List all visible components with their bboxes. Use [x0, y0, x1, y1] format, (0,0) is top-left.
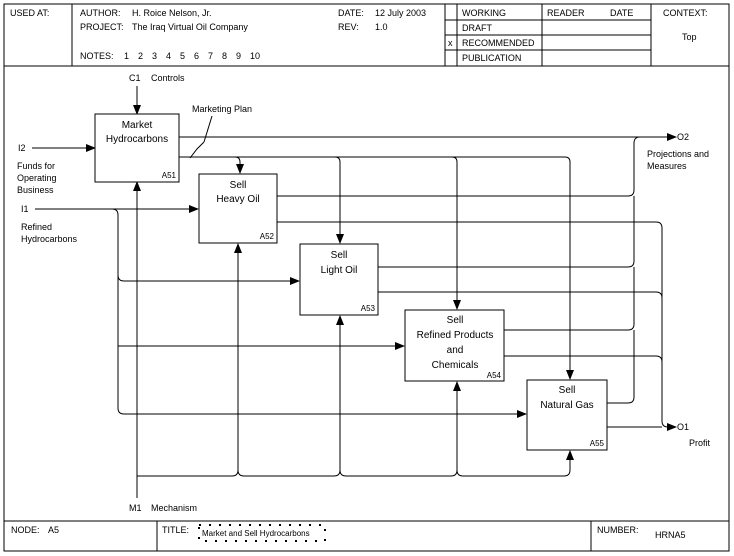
input-code-i2: I2	[18, 143, 26, 153]
note-number: 6	[194, 51, 199, 61]
marketing-plan-to-a54[interactable]	[451, 156, 461, 310]
author-label: AUTHOR:	[80, 8, 121, 18]
header: USED AT: AUTHOR: H. Roice Nelson, Jr. PR…	[10, 4, 708, 66]
input-label-i2-line: Business	[17, 185, 54, 195]
note-number: 1	[124, 51, 129, 61]
activity-box-a55[interactable]: Sell Natural Gas A55	[526, 379, 608, 451]
control-code: C1	[129, 73, 141, 83]
project-label: PROJECT:	[80, 22, 124, 32]
mechanism-label: Mechanism	[151, 503, 197, 513]
marketing-plan-leader	[203, 115, 213, 143]
box-label-line: Light Oil	[321, 265, 358, 276]
marketing-plan-to-a55[interactable]	[179, 156, 574, 380]
box-node-id: A55	[590, 439, 605, 448]
used-at-label: USED AT:	[10, 8, 49, 18]
notes-numbers: 1 2 3 4 5 6 7 8 9 10	[124, 51, 260, 61]
context-value: Top	[682, 32, 697, 42]
note-number: 5	[180, 51, 185, 61]
status-publication: PUBLICATION	[462, 53, 521, 63]
rev-value: 1.0	[375, 22, 388, 32]
output-code-o1: O1	[677, 422, 689, 432]
output-arrow-o1[interactable]	[277, 221, 677, 431]
number-label: NUMBER:	[597, 525, 639, 535]
node-label: NODE:	[11, 525, 40, 535]
output-a55-to-o2[interactable]	[607, 330, 635, 404]
arrows	[32, 86, 677, 498]
control-label: Controls	[151, 73, 185, 83]
activity-box-a53[interactable]: Sell Light Oil A53	[299, 243, 379, 316]
box-node-id: A51	[162, 171, 177, 180]
output-label-o2-line: Measures	[647, 161, 687, 171]
note-number: 9	[236, 51, 241, 61]
box-label-line: Sell	[447, 315, 464, 326]
activity-box-a54[interactable]: Sell Refined Products and Chemicals A54	[404, 309, 505, 382]
date-value: 12 July 2003	[375, 8, 426, 18]
output-a53-to-o2[interactable]	[378, 196, 635, 268]
frame	[3, 3, 730, 552]
node-value: A5	[48, 525, 59, 535]
marketing-plan-to-a53[interactable]	[334, 156, 344, 244]
note-number: 4	[166, 51, 171, 61]
output-a54-to-o2[interactable]	[504, 267, 635, 331]
mechanism-code: M1	[129, 503, 142, 513]
mechanism-arrow-to-a52[interactable]	[137, 243, 242, 477]
title-value[interactable]: Market and Sell Hydrocarbons	[202, 529, 310, 538]
input-label-i1-line: Refined	[21, 222, 52, 232]
output-code-o2: O2	[677, 132, 689, 142]
box-node-id: A53	[361, 304, 376, 313]
project-value: The Iraq Virtual Oil Company	[132, 22, 248, 32]
box-label-line: Natural Gas	[540, 400, 593, 411]
input-arrow-i1-to-a55[interactable]	[117, 340, 527, 418]
input-label-i2-line: Funds for	[17, 161, 55, 171]
status-draft: DRAFT	[462, 23, 492, 33]
mechanism-arrow-to-a54[interactable]	[339, 381, 461, 477]
note-number: 8	[222, 51, 227, 61]
icom-labels: C1 Controls Marketing Plan I2 Funds for …	[17, 73, 711, 513]
author-value: H. Roice Nelson, Jr.	[132, 8, 212, 18]
input-label-i2-line: Operating	[17, 173, 57, 183]
status-recommended: RECOMMENDED	[462, 38, 535, 48]
box-label-line: and	[447, 345, 464, 356]
box-node-id: A54	[487, 371, 502, 380]
footer: NODE: A5 TITLE: Market and Sell Hydrocar…	[11, 521, 686, 551]
input-label-i1-line: Hydrocarbons	[21, 234, 78, 244]
note-number: 10	[250, 51, 260, 61]
input-code-i1: I1	[21, 204, 29, 214]
title-label: TITLE:	[162, 525, 189, 535]
marketing-plan-to-a52[interactable]	[234, 156, 244, 174]
output-a54-to-o1[interactable]	[504, 355, 663, 363]
notes-label: NOTES:	[80, 51, 114, 61]
box-label-line: Chemicals	[432, 360, 479, 371]
number-value: HRNA5	[655, 530, 686, 540]
reader-date-label: DATE	[610, 8, 633, 18]
activity-box-a52[interactable]: Sell Heavy Oil A52	[198, 173, 278, 244]
box-label-line: Sell	[559, 385, 576, 396]
output-label-o2-line: Projections and	[647, 149, 709, 159]
box-label-line: Market	[122, 120, 153, 131]
note-number: 7	[208, 51, 213, 61]
note-number: 2	[138, 51, 143, 61]
mechanism-arrow-to-a55[interactable]	[456, 450, 574, 477]
box-node-id: A52	[260, 232, 275, 241]
status-mark: x	[448, 38, 453, 48]
output-a53-to-o1[interactable]	[378, 291, 663, 299]
note-number: 3	[152, 51, 157, 61]
date-label: DATE:	[338, 8, 364, 18]
marketing-plan-label: Marketing Plan	[192, 104, 252, 114]
box-label-line: Sell	[331, 250, 348, 261]
box-label-line: Heavy Oil	[216, 194, 259, 205]
activity-box-a51[interactable]: Market Hydrocarbons A51	[94, 113, 180, 183]
box-label-line: Refined Products	[417, 330, 494, 341]
rev-label: REV:	[338, 22, 359, 32]
mechanism-arrow-to-a53[interactable]	[237, 315, 344, 477]
output-label-o1: Profit	[689, 438, 711, 448]
box-label-line: Sell	[230, 180, 247, 191]
context-label: CONTEXT:	[663, 8, 708, 18]
status-working: WORKING	[462, 8, 506, 18]
marketing-plan-squiggle	[189, 141, 205, 159]
box-label-line: Hydrocarbons	[106, 134, 168, 145]
reader-label: READER	[547, 8, 585, 18]
output-a52-to-o2[interactable]	[277, 136, 641, 197]
